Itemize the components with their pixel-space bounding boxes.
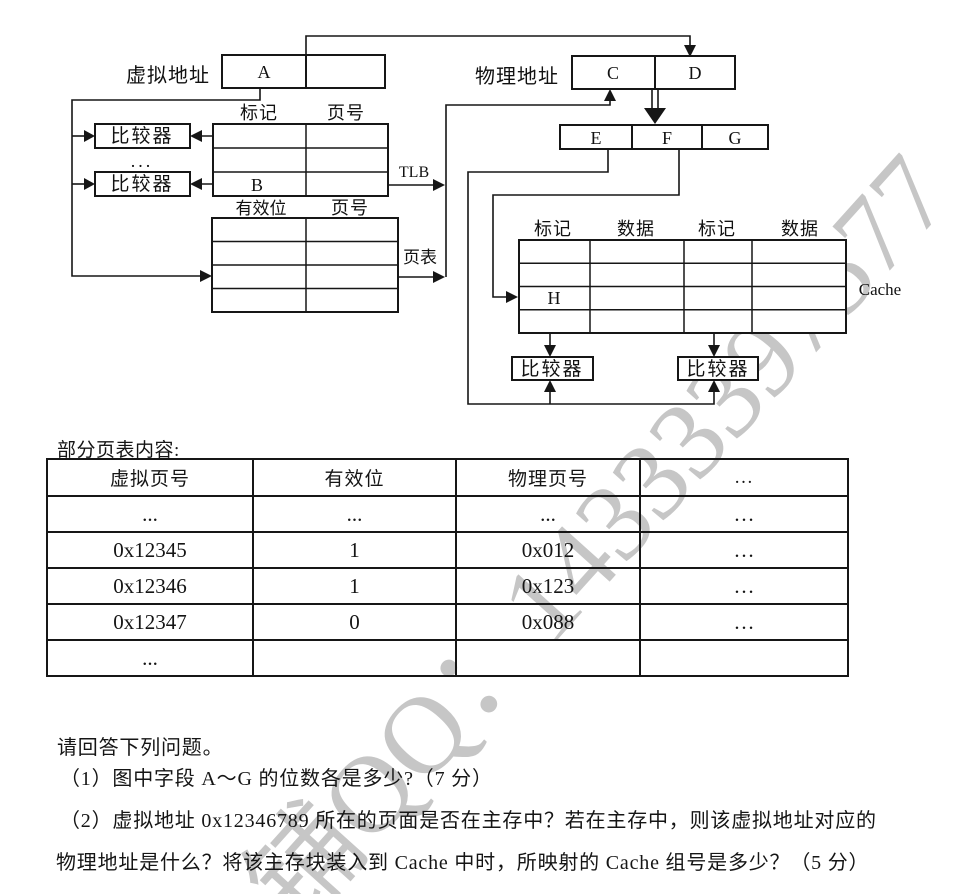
- cache-label: Cache: [859, 280, 901, 299]
- arrow-into-cachecomp2-top: [708, 345, 720, 357]
- question-1: （1）图中字段 A～G 的位数各是多少?（7 分）: [60, 768, 493, 790]
- tlb-tag-header: 标记: [240, 103, 278, 123]
- arrow-into-pagetable-row: [200, 270, 212, 282]
- physical-address-box: [571, 55, 736, 90]
- line-e-to-comparators: [467, 149, 715, 405]
- arrow-into-comp2-right: [190, 178, 202, 190]
- table-row: 0x12345 1 0x012 …: [46, 531, 849, 569]
- cell: 1: [252, 567, 457, 605]
- arrow-pagetable-out: [433, 271, 445, 283]
- page-table-content-table: 虚拟页号 有效位 物理页号 … ... ... ... … 0x12345 1 …: [46, 458, 849, 677]
- cell: ...: [455, 495, 641, 533]
- field-h: H: [548, 288, 561, 308]
- field-f: F: [662, 128, 672, 148]
- pagetable-valid-header: 有效位: [236, 199, 287, 218]
- tlb-comparator2-label: 比较器: [110, 173, 173, 195]
- cell: [639, 639, 849, 677]
- arrow-into-cache-row: [506, 291, 518, 303]
- field-b: B: [251, 175, 263, 195]
- arrow-into-d: [684, 45, 696, 57]
- arrow-into-comp2-left: [84, 178, 95, 190]
- line-to-c: [445, 101, 611, 277]
- cell: [455, 639, 641, 677]
- cache-comparator2-box: [677, 356, 759, 381]
- cache-header-data1: 数据: [617, 219, 655, 239]
- line-offset-to-d: [305, 35, 691, 55]
- virtual-address-label: 虚拟地址: [126, 64, 210, 87]
- cell: 0: [252, 603, 457, 641]
- field-a: A: [258, 62, 271, 82]
- question-2-line1: （2）虚拟地址 0x12346789 所在的页面是否在主存中？若在主存中，则该虚…: [60, 810, 877, 832]
- cache-header-tag2: 标记: [698, 219, 736, 239]
- arrow-tlb-out: [433, 179, 445, 191]
- table-row: ...: [46, 639, 849, 677]
- field-e: E: [591, 128, 602, 148]
- tlb-table-grid: [213, 124, 388, 196]
- cell: ...: [252, 495, 457, 533]
- diagram-lines: [71, 35, 715, 405]
- address-translation-diagram: 虚拟地址 物理地址 A B C D E F G H 标记 页号 比较器 ... …: [71, 35, 901, 405]
- cell: …: [639, 567, 849, 605]
- cell: 0x088: [455, 603, 641, 641]
- field-c: C: [607, 63, 619, 83]
- page-table-grid: [212, 218, 398, 312]
- efg-field-box: [559, 124, 769, 150]
- page-table-caption: 部分页表内容:: [57, 440, 180, 461]
- cell: 1: [252, 531, 457, 569]
- tlb-comparator1-label: 比较器: [110, 125, 173, 147]
- cell: ...: [46, 639, 254, 677]
- diagram-boxes: [94, 54, 847, 381]
- table-row: 0x12346 1 0x123 …: [46, 567, 849, 605]
- line-f-to-cache-row: [492, 149, 680, 298]
- arrow-into-comp1-right: [190, 130, 202, 142]
- virtual-address-box: [221, 54, 386, 89]
- arrow-into-comp1-left: [84, 130, 95, 142]
- header-ellipsis: …: [639, 458, 849, 497]
- header-virtual-page: 虚拟页号: [46, 458, 254, 497]
- tlb-label: TLB: [399, 164, 429, 181]
- arrow-into-cachecomp2-bottom: [708, 380, 720, 392]
- cell: …: [639, 603, 849, 641]
- header-physical-page: 物理页号: [455, 458, 641, 497]
- tlb-table: [212, 123, 389, 197]
- table-row: 0x12347 0 0x088 …: [46, 603, 849, 641]
- table-header-row: 虚拟页号 有效位 物理页号 …: [46, 458, 849, 497]
- arrow-into-cachecomp1-top: [544, 345, 556, 357]
- tlb-comparator2-box: [94, 171, 191, 197]
- line-a-to-left: [71, 88, 261, 277]
- question-2-line2: 物理地址是什么？将该主存块装入到 Cache 中时，所映射的 Cache 组号是…: [56, 852, 870, 874]
- cell: …: [639, 495, 849, 533]
- cell: 0x12347: [46, 603, 254, 641]
- cell: [252, 639, 457, 677]
- cell: 0x123: [455, 567, 641, 605]
- cell: 0x12346: [46, 567, 254, 605]
- cell: 0x12345: [46, 531, 254, 569]
- arrow-into-cachecomp1-bottom: [544, 380, 556, 392]
- cache-header-tag1: 标记: [534, 219, 572, 239]
- cache-table-grid: [519, 240, 846, 333]
- cache-comparator1-label: 比较器: [520, 358, 583, 380]
- field-g: G: [729, 128, 742, 148]
- tlb-comparator1-box: [94, 123, 191, 149]
- pagetable-page-header: 页号: [331, 198, 369, 218]
- table-row: ... ... ... …: [46, 495, 849, 533]
- questions-intro: 请回答下列问题。: [57, 737, 224, 759]
- cache-comparator2-label: 比较器: [686, 358, 749, 380]
- cache-header-data2: 数据: [781, 219, 819, 239]
- tlb-page-header: 页号: [327, 103, 365, 123]
- tlb-ellipsis: ...: [131, 151, 154, 171]
- header-valid-bit: 有效位: [252, 458, 457, 497]
- physical-address-label: 物理地址: [475, 65, 559, 88]
- pagetable-label: 页表: [403, 248, 437, 267]
- arrow-into-c: [604, 89, 616, 101]
- cell: ...: [46, 495, 254, 533]
- cache-comparator1-box: [511, 356, 594, 381]
- cell: 0x012: [455, 531, 641, 569]
- field-d: D: [689, 63, 702, 83]
- arrow-d-into-efg: [644, 108, 666, 124]
- cell: …: [639, 531, 849, 569]
